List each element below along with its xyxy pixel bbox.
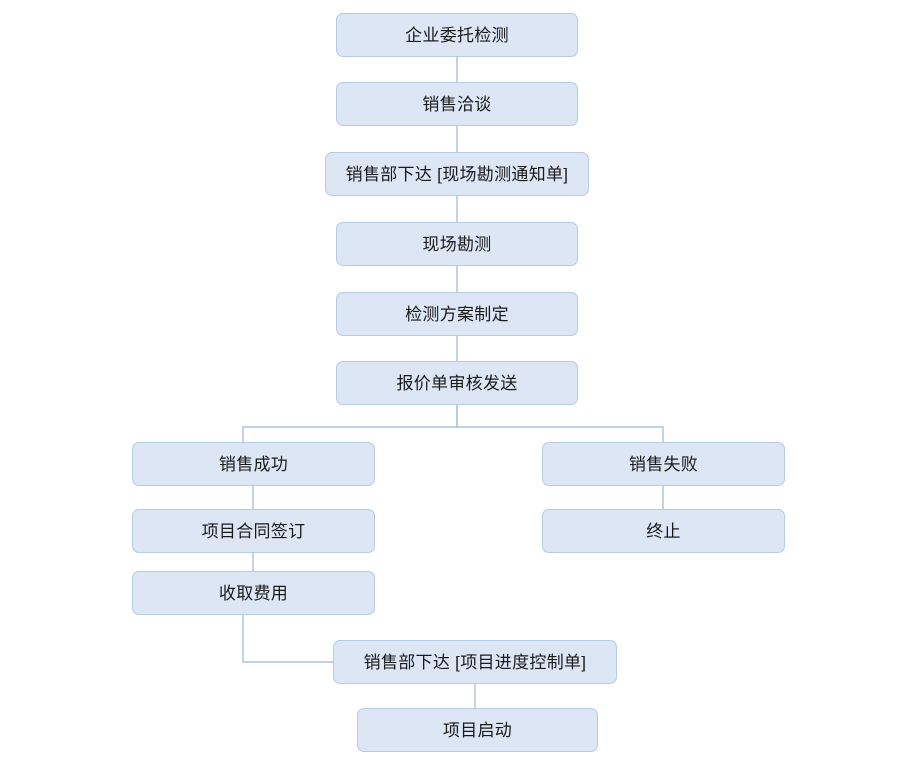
- flowchart-node-label: 销售洽谈: [422, 94, 492, 114]
- flowchart-node[interactable]: 项目合同签订: [132, 509, 375, 553]
- flowchart-node[interactable]: 销售部下达 [现场勘测通知单]: [325, 152, 589, 196]
- flowchart-node-label: 项目合同签订: [201, 521, 306, 541]
- flowchart-node[interactable]: 报价单审核发送: [336, 361, 578, 405]
- flowchart-node-label: 收取费用: [218, 583, 289, 603]
- flowchart-node[interactable]: 项目启动: [357, 708, 598, 752]
- flowchart-node-label: 销售成功: [218, 454, 289, 474]
- flowchart-node[interactable]: 销售部下达 [项目进度控制单]: [333, 640, 617, 684]
- flowchart-node-label: 销售失败: [628, 454, 699, 474]
- flowchart-node-label: 企业委托检测: [405, 25, 509, 45]
- flowchart-node[interactable]: 收取费用: [132, 571, 375, 615]
- flowchart-node-label: 项目启动: [442, 720, 513, 740]
- flowchart-edge: [456, 404, 664, 443]
- flowchart-node-label: 终止: [646, 521, 681, 541]
- flowchart-node[interactable]: 销售洽谈: [336, 82, 578, 126]
- flowchart-node-label: 报价单审核发送: [396, 373, 518, 393]
- flowchart-node-label: 销售部下达 [项目进度控制单]: [363, 652, 587, 672]
- flowchart-node-label: 销售部下达 [现场勘测通知单]: [345, 164, 569, 184]
- flowchart-edge: [242, 614, 334, 663]
- flowchart-node[interactable]: 销售失败: [542, 442, 785, 486]
- flowchart-node-label: 现场勘测: [422, 234, 492, 254]
- flowchart-edge: [242, 404, 458, 443]
- flowchart-node[interactable]: 终止: [542, 509, 785, 553]
- flowchart-node-label: 检测方案制定: [405, 304, 509, 324]
- flowchart-node[interactable]: 现场勘测: [336, 222, 578, 266]
- flowchart-node[interactable]: 企业委托检测: [336, 13, 578, 57]
- flowchart-node[interactable]: 检测方案制定: [336, 292, 578, 336]
- flowchart-node[interactable]: 销售成功: [132, 442, 375, 486]
